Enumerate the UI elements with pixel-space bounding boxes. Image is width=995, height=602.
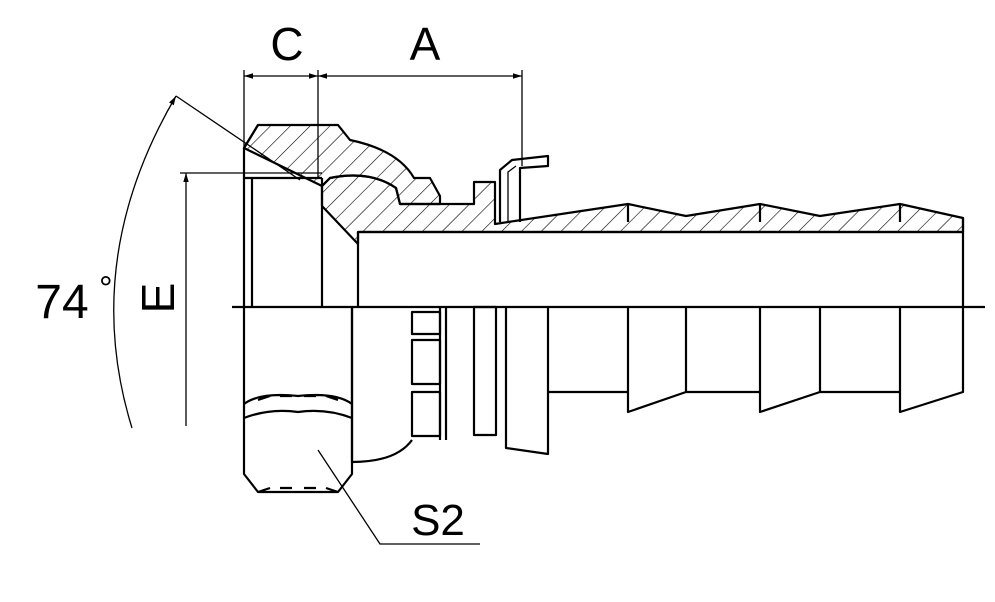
label-angle: 74 <box>35 276 88 329</box>
label-s2: S2 <box>411 496 465 545</box>
nut-skirt <box>350 307 413 464</box>
label-degree: ° <box>99 270 113 308</box>
body-lower <box>548 307 965 414</box>
label-c: C <box>270 18 303 70</box>
nut-outline-upper <box>242 124 324 307</box>
ferrule-lower <box>504 307 550 456</box>
s2-leader <box>317 449 480 545</box>
label-a: A <box>410 18 441 70</box>
barbs-upper <box>626 204 902 222</box>
collar-blocks <box>410 305 498 440</box>
angle-leader <box>175 95 301 181</box>
ferrule-inner <box>507 165 517 222</box>
label-e: E <box>132 283 184 314</box>
ferrule-upper <box>498 154 550 222</box>
angle-arc <box>113 95 177 429</box>
hex-nut-lower <box>242 307 354 494</box>
